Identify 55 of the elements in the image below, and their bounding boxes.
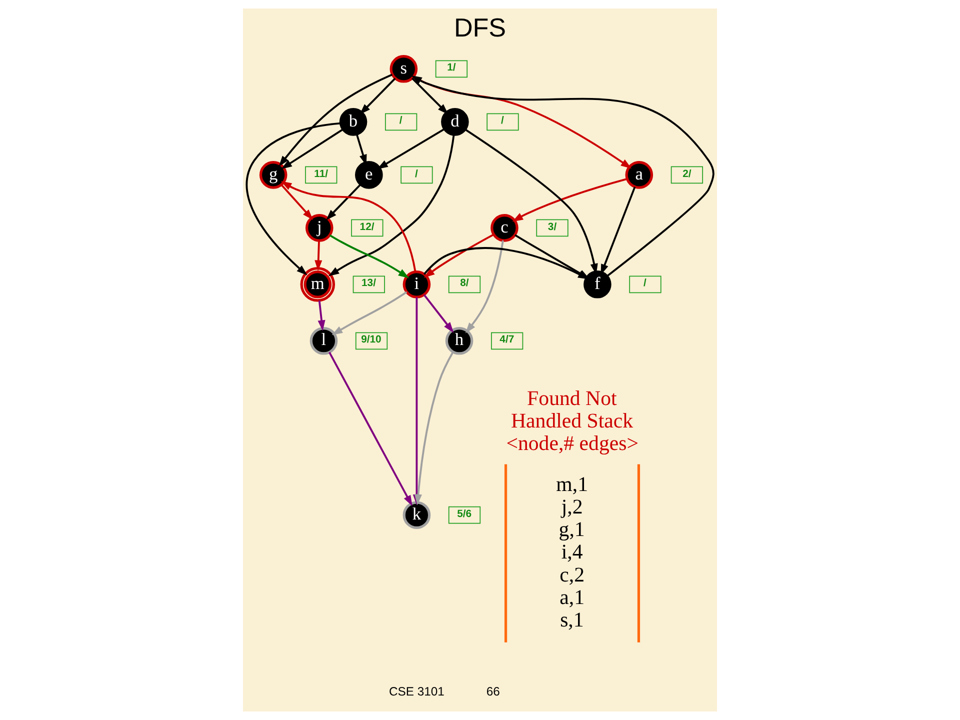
node-circle: g [259, 161, 288, 189]
node-circle: a [625, 161, 654, 189]
node-label: 13/ [362, 278, 376, 290]
node-label: 8/ [460, 278, 469, 290]
arrow [278, 74, 393, 167]
arrow [314, 240, 322, 272]
diagram-title: DFS [454, 12, 506, 42]
arrow [424, 234, 494, 278]
node-circle: d [441, 108, 469, 136]
arrow [414, 352, 454, 506]
label: 66 [486, 684, 500, 699]
arrow [360, 78, 396, 115]
arrow [326, 184, 362, 220]
node-label: 11/ [314, 168, 328, 180]
arrow [600, 186, 636, 275]
arrow [328, 352, 412, 506]
arrow [464, 128, 598, 274]
node-label: / [500, 116, 504, 127]
node-text: Found Not Handled Stack <node,# edges> m,1 j,2 g,1 i,4 c,2 a,1 s,1 [506, 386, 639, 632]
arrow [423, 294, 454, 333]
node-label: 9/10 [361, 334, 382, 346]
node-label: / [414, 168, 418, 180]
node-label: 12/ [360, 222, 374, 233]
node-circle: j [305, 214, 334, 242]
node-label: 3/ [548, 222, 557, 233]
node-label: 2/ [682, 168, 692, 180]
arrow [280, 184, 314, 220]
arrow [328, 134, 455, 276]
arrow [332, 291, 408, 336]
label: CSE 3101 [388, 684, 444, 699]
node-label: 5/6 [457, 508, 472, 520]
node-circle: e [355, 161, 383, 189]
node-circle: h [445, 326, 474, 355]
node-circle: l [310, 326, 338, 355]
node-label: 1/ [447, 62, 456, 74]
node-label: 4/7 [500, 334, 514, 346]
node-label: / [399, 116, 402, 127]
node-circle: m [300, 267, 336, 302]
arrow [246, 122, 341, 276]
arrow [281, 128, 344, 170]
node-circle: i [402, 270, 431, 298]
node-circle: f [584, 270, 612, 298]
node-circle: c [490, 214, 518, 242]
node-label: / [643, 278, 646, 290]
arrow [280, 181, 416, 272]
node-circle: b [339, 108, 368, 136]
node-circle: s [390, 55, 418, 83]
arrow [318, 300, 326, 332]
arrow [377, 128, 445, 170]
arrow [411, 75, 714, 277]
node-circle: k [402, 501, 431, 529]
arrow [465, 240, 504, 334]
arrow [329, 234, 410, 278]
arrow [512, 178, 628, 222]
arrow [411, 78, 448, 114]
